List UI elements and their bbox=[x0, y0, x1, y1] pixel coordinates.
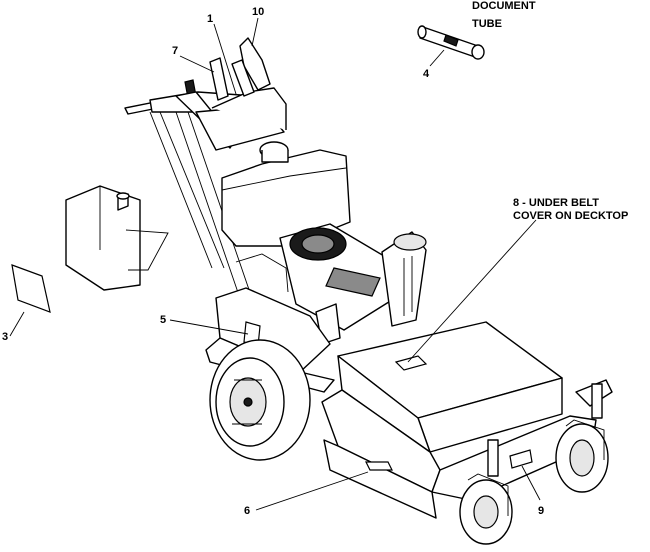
document-tube-label-line2: TUBE bbox=[472, 18, 502, 30]
decal-8 bbox=[394, 355, 428, 371]
caster-front-left bbox=[459, 439, 513, 545]
callout-8: 8 - UNDER BELT bbox=[513, 197, 599, 209]
operator-manual-box bbox=[65, 185, 169, 291]
document-tube-illustration bbox=[417, 25, 485, 60]
callout-5: 5 bbox=[160, 314, 166, 326]
caster-front-right bbox=[555, 379, 613, 493]
handle-assembly bbox=[124, 37, 287, 311]
decal-3 bbox=[11, 264, 51, 313]
drive-wheel bbox=[209, 339, 311, 461]
leader-lines bbox=[9, 17, 541, 511]
callout-3: 3 bbox=[2, 331, 8, 343]
callout-10: 10 bbox=[252, 6, 264, 18]
callout-7: 7 bbox=[172, 45, 178, 57]
callout-4: 4 bbox=[423, 68, 430, 80]
callout-1: 1 bbox=[207, 13, 213, 25]
document-tube-label-line1: DOCUMENT bbox=[472, 0, 536, 12]
callout-9: 9 bbox=[538, 505, 544, 517]
mower-deck bbox=[321, 321, 597, 519]
decal-6 bbox=[365, 461, 393, 471]
decal-9 bbox=[509, 449, 533, 469]
callout-6: 6 bbox=[244, 505, 250, 517]
callout-8-line2: COVER ON DECKTOP bbox=[513, 210, 628, 222]
